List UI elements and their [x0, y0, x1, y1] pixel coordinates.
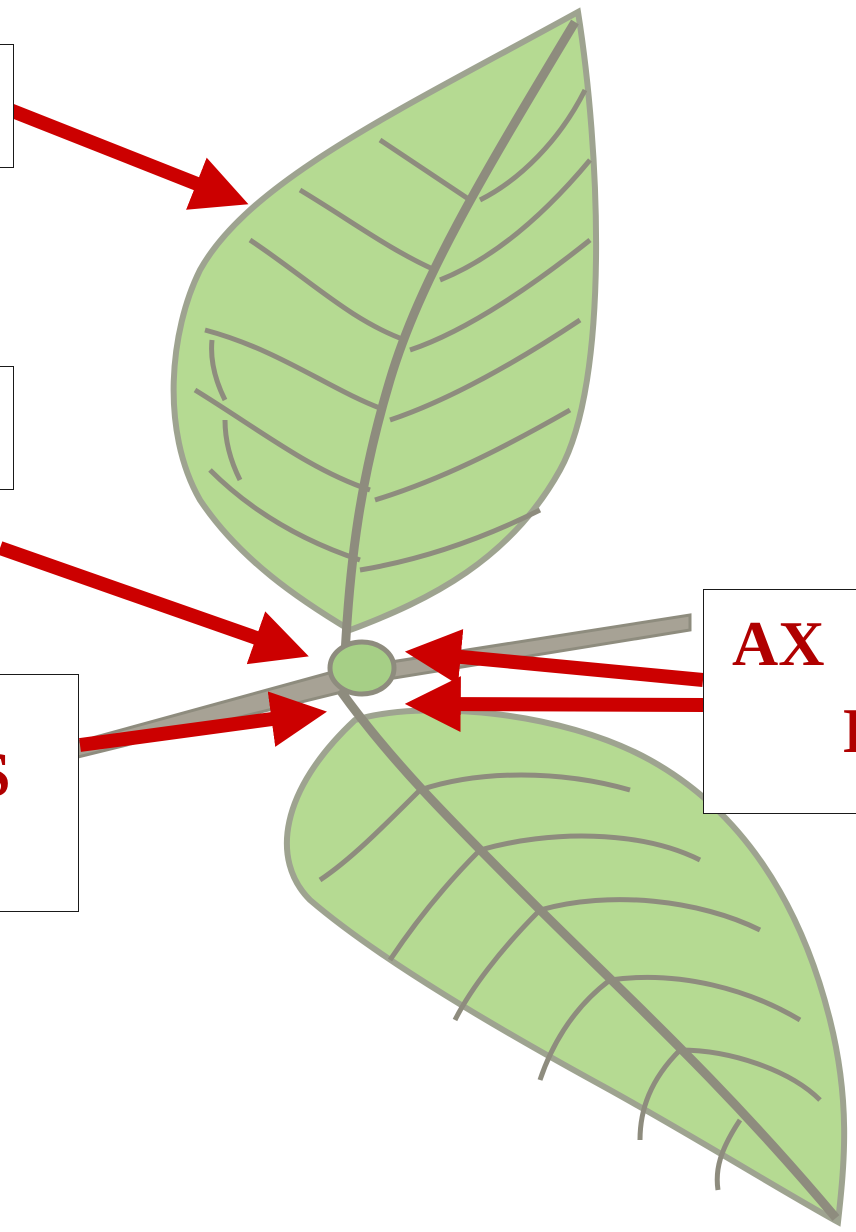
axillary-bud: [327, 639, 397, 697]
label-box-bottom-left: S: [0, 674, 79, 912]
arrow-bottom-left: [79, 691, 327, 752]
label-box-top-left: [0, 44, 14, 168]
lower-leaf: [283, 687, 848, 1227]
arrow-right-lower: [404, 676, 704, 733]
lower-leaf-midrib: [336, 687, 840, 1221]
arrow-right-upper: [404, 629, 704, 687]
upper-leaf: [170, 7, 600, 656]
label-bottom-left-text: S: [0, 743, 11, 807]
lower-leaf-veins: [318, 772, 822, 1191]
arrows: [0, 103, 704, 752]
arrow-mid-left: [0, 541, 309, 665]
label-box-right: AX I: [703, 589, 856, 814]
upper-leaf-veins: [193, 88, 592, 573]
label-right-line2: I: [842, 699, 856, 763]
upper-leaf-blade: [170, 7, 600, 634]
label-right-line1: AX: [732, 608, 825, 679]
lower-leaf-blade: [283, 707, 848, 1227]
arrow-top-left: [7, 103, 249, 210]
label-box-middle-left: [0, 366, 14, 490]
